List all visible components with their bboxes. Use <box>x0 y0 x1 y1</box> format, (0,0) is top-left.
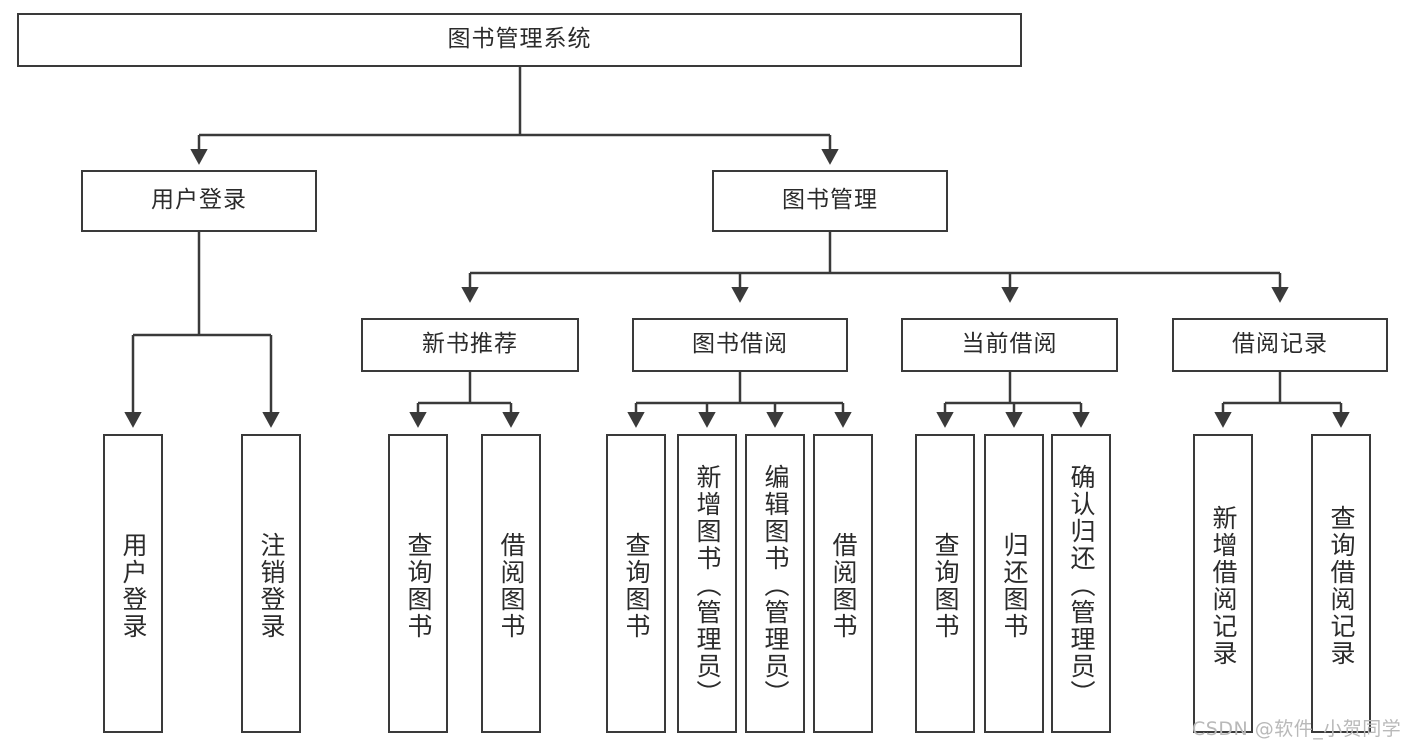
node-label: 借阅图书 <box>497 531 526 640</box>
node-label: 新增图书（管理员） <box>693 464 722 707</box>
leaf-query-book-recommend[interactable]: 查询图书 <box>388 434 448 733</box>
leaf-user-login[interactable]: 用户登录 <box>103 434 163 733</box>
leaf-query-book-current[interactable]: 查询图书 <box>915 434 975 733</box>
node-label: 用户登录 <box>119 531 148 640</box>
leaf-borrow-book[interactable]: 借阅图书 <box>813 434 873 733</box>
leaf-query-borrow-record[interactable]: 查询借阅记录 <box>1311 434 1371 733</box>
node-label: 借阅图书 <box>829 531 858 640</box>
leaf-edit-book-admin[interactable]: 编辑图书（管理员） <box>745 434 805 733</box>
node-label: 图书管理系统 <box>447 26 592 53</box>
node-root-system[interactable]: 图书管理系统 <box>17 13 1022 67</box>
node-label: 查询图书 <box>622 531 651 640</box>
node-label: 注销登录 <box>257 531 286 640</box>
node-borrow-records[interactable]: 借阅记录 <box>1172 318 1388 372</box>
node-book-management[interactable]: 图书管理 <box>712 170 948 232</box>
node-label: 查询借阅记录 <box>1327 504 1356 667</box>
node-label: 借阅记录 <box>1232 331 1328 358</box>
leaf-return-book[interactable]: 归还图书 <box>984 434 1044 733</box>
node-label: 查询图书 <box>931 531 960 640</box>
node-new-book-recommend[interactable]: 新书推荐 <box>361 318 579 372</box>
node-label: 确认归还（管理员） <box>1067 464 1096 707</box>
node-label: 图书管理 <box>782 187 878 214</box>
node-user-login[interactable]: 用户登录 <box>81 170 317 232</box>
leaf-add-book-admin[interactable]: 新增图书（管理员） <box>677 434 737 733</box>
node-label: 用户登录 <box>151 187 247 214</box>
node-book-borrow[interactable]: 图书借阅 <box>632 318 848 372</box>
leaf-query-book-borrow[interactable]: 查询图书 <box>606 434 666 733</box>
node-label: 归还图书 <box>1000 531 1029 640</box>
node-label: 查询图书 <box>404 531 433 640</box>
csdn-watermark: CSDN @软件_小贺同学 <box>1192 718 1402 740</box>
leaf-borrow-book-recommend[interactable]: 借阅图书 <box>481 434 541 733</box>
node-label: 编辑图书（管理员） <box>761 464 790 707</box>
leaf-logout[interactable]: 注销登录 <box>241 434 301 733</box>
node-label: 新增借阅记录 <box>1209 504 1238 667</box>
leaf-add-borrow-record[interactable]: 新增借阅记录 <box>1193 434 1253 733</box>
node-label: 当前借阅 <box>961 331 1058 358</box>
node-label: 新书推荐 <box>422 331 518 358</box>
node-current-borrow[interactable]: 当前借阅 <box>901 318 1118 372</box>
leaf-confirm-return-admin[interactable]: 确认归还（管理员） <box>1051 434 1111 733</box>
node-label: 图书借阅 <box>692 331 788 358</box>
